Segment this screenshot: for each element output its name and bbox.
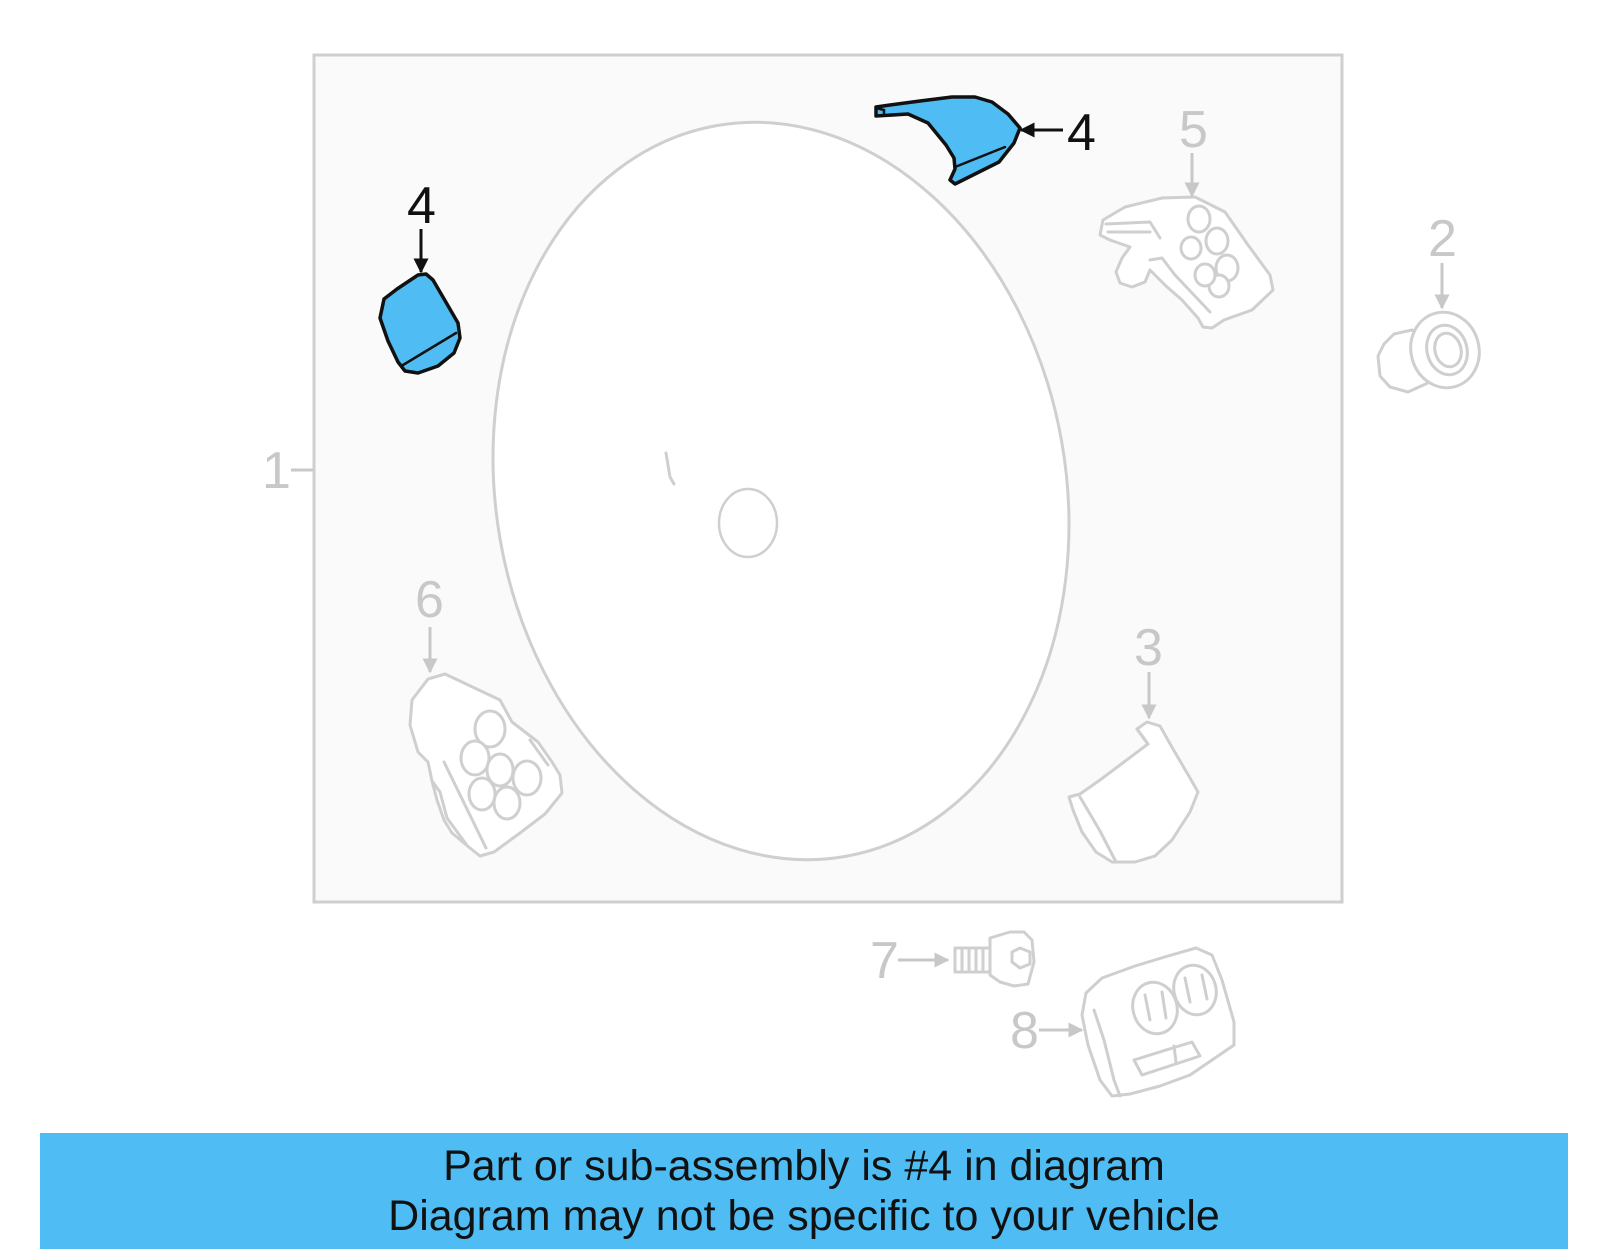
steering-pad [491, 120, 1071, 862]
banner-line-2: Diagram may not be specific to your vehi… [388, 1192, 1220, 1240]
callout-2-label[interactable]: 2 [1428, 210, 1457, 268]
callout-8-label[interactable]: 8 [1010, 1002, 1039, 1060]
info-banner: Part or sub-assembly is #4 in diagram Di… [40, 1133, 1568, 1249]
callout-4-top-label[interactable]: 4 [1067, 104, 1096, 162]
part-3-cover[interactable] [1067, 720, 1200, 864]
part-4-left-cover[interactable] [378, 272, 462, 375]
part-2-clip[interactable] [1376, 304, 1488, 395]
callout-5-label[interactable]: 5 [1179, 101, 1208, 159]
banner-line-1: Part or sub-assembly is #4 in diagram [443, 1142, 1165, 1190]
callout-7-label[interactable]: 7 [870, 932, 899, 990]
part-4-upper-cover[interactable] [874, 95, 1022, 186]
part-7-screw[interactable] [953, 930, 1036, 988]
callout-1-label[interactable]: 1 [262, 442, 291, 500]
parts-diagram: 1 4 4 5 2 [262, 53, 1488, 1098]
part-6-switch[interactable] [408, 672, 564, 858]
callout-3-label[interactable]: 3 [1134, 619, 1163, 677]
callout-6-label[interactable]: 6 [415, 571, 444, 629]
part-5-switch[interactable] [1098, 195, 1275, 330]
callout-4-left-label[interactable]: 4 [407, 177, 436, 235]
part-8-switch[interactable] [1080, 946, 1236, 1098]
